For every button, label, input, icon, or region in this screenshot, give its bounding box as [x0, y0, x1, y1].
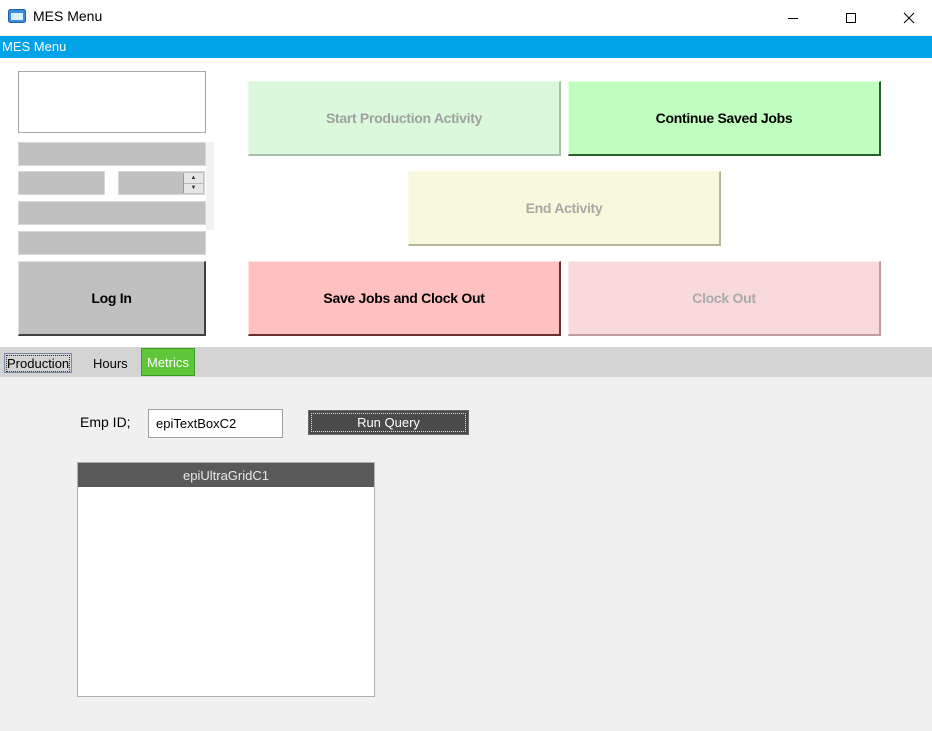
minimize-icon [788, 17, 798, 19]
tab-metrics[interactable]: Metrics [141, 348, 195, 376]
minimize-button[interactable] [770, 0, 816, 35]
resource-field[interactable] [18, 231, 206, 255]
title-bar [0, 0, 932, 35]
employee-name-field[interactable] [18, 142, 206, 166]
employee-photo-box [18, 71, 206, 133]
login-button[interactable]: Log In [18, 261, 206, 336]
continue-saved-jobs-button[interactable]: Continue Saved Jobs [568, 81, 881, 156]
shift-spinner[interactable]: ▲ ▼ [183, 173, 203, 193]
panel-shade [206, 142, 214, 230]
start-production-activity-button[interactable]: Start Production Activity [248, 81, 561, 156]
emp-id-label: Emp ID; [80, 414, 131, 430]
run-query-label: Run Query [357, 415, 420, 430]
results-grid[interactable]: epiUltraGridC1 [77, 462, 375, 697]
clock-out-button[interactable]: Clock Out [568, 261, 881, 336]
window-title: MES Menu [33, 8, 103, 24]
maximize-icon [846, 12, 856, 23]
spinner-up-icon[interactable]: ▲ [184, 173, 203, 184]
close-button[interactable] [886, 0, 932, 35]
end-activity-button[interactable]: End Activity [408, 171, 721, 246]
run-query-button[interactable]: Run Query [308, 410, 469, 435]
save-jobs-clock-out-button[interactable]: Save Jobs and Clock Out [248, 261, 561, 336]
emp-id-input[interactable] [148, 409, 283, 438]
close-icon [903, 12, 915, 23]
menu-banner: MES Menu [0, 36, 932, 58]
focus-outline [311, 413, 466, 432]
app-window-icon [8, 9, 26, 23]
tab-hours-label: Hours [93, 355, 128, 371]
tab-hours[interactable]: Hours [89, 353, 132, 373]
grid-header: epiUltraGridC1 [78, 463, 374, 487]
tab-strip [0, 347, 932, 377]
maximize-button[interactable] [828, 0, 874, 35]
tab-production-label: Production [5, 354, 71, 372]
tab-production[interactable]: Production [4, 353, 73, 373]
employee-id-field[interactable] [18, 171, 105, 195]
department-field[interactable] [18, 201, 206, 225]
spinner-down-icon[interactable]: ▼ [190, 185, 197, 192]
tab-metrics-label: Metrics [147, 354, 189, 370]
